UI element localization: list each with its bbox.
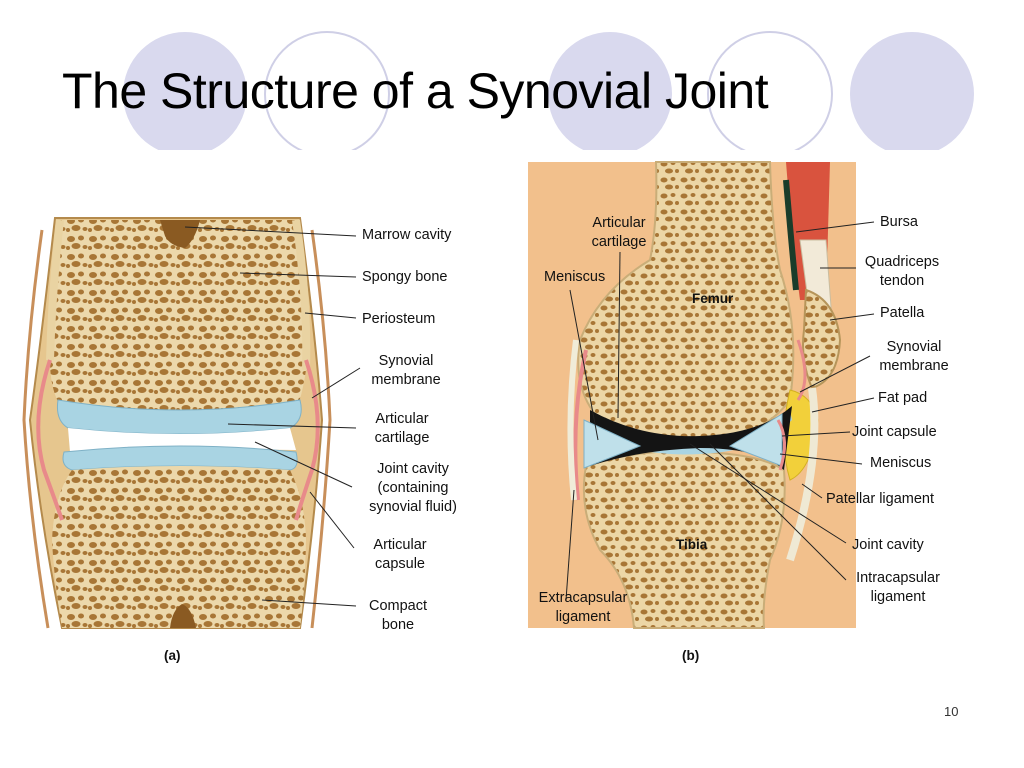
upper-cartilage-a [57, 399, 302, 435]
label-joint-capsule: Joint capsule [852, 424, 937, 440]
articular-capsule-right-a [310, 229, 332, 629]
label-femur: Femur [692, 291, 734, 306]
patellar-ligament-b [786, 387, 819, 562]
label-patellar-ligament: Patellar ligament [826, 491, 934, 507]
label-tibia: Tibia [676, 537, 708, 552]
label-meniscus-right: Meniscus [870, 455, 932, 471]
articular-capsule-left-a [22, 229, 50, 629]
label-joint-cavity-a: Joint cavity (containing synovial fluid) [369, 461, 457, 515]
label-marrow-cavity: Marrow cavity [362, 227, 452, 243]
label-periosteum: Periosteum [362, 311, 436, 327]
leader-lines-b [565, 221, 875, 601]
lower-cartilage-a [62, 445, 298, 471]
label-intracapsular-ligament: Intracapsular ligament [856, 570, 940, 605]
joint-cavity-dark-b [590, 406, 792, 470]
compact-bone-strip-upper [46, 219, 64, 361]
label-joint-cavity-b: Joint cavity [852, 537, 924, 553]
label-articular-cartilage-a: Articular cartilage [374, 411, 430, 446]
synovial-membrane-left-a [36, 359, 64, 521]
deco-circle-1 [123, 32, 247, 150]
label-articular-cartilage-b: Articular cartilage [591, 215, 647, 250]
compact-bone-strip-upper-right [292, 219, 311, 371]
extracapsular-ligament-b [567, 339, 579, 501]
label-compact-bone: Compact bone [368, 598, 428, 633]
synovial-membrane-b [573, 349, 588, 501]
caption-a: (a) [164, 648, 181, 663]
synovial-membrane-right-a [294, 359, 320, 521]
label-meniscus-left: Meniscus [544, 269, 606, 285]
deco-circle-2 [264, 31, 390, 150]
label-extracapsular-ligament: Extracapsular ligament [538, 590, 628, 625]
meniscus-left-b [583, 419, 642, 469]
label-synovial-membrane-b: Synovial membrane [879, 339, 949, 374]
synovial-membrane-right-b [796, 339, 807, 401]
page-number: 10 [944, 704, 959, 719]
leader-lines-a [184, 226, 361, 607]
label-articular-capsule: Articular capsule [373, 537, 427, 572]
label-bursa: Bursa [880, 214, 918, 230]
joint-cavity-a [68, 428, 296, 452]
slide-title: The Structure of a Synovial Joint [62, 63, 769, 119]
deco-circle-5 [850, 32, 974, 150]
upper-bone-a [50, 220, 307, 424]
meniscus-right-b [728, 413, 783, 467]
label-spongy-bone: Spongy bone [362, 269, 448, 285]
caption-b: (b) [682, 648, 700, 663]
label-synovial-membrane-a: Synovial membrane [371, 353, 441, 388]
bursa-b [783, 179, 799, 291]
deco-circle-4 [707, 31, 833, 150]
joint-capsule-b [776, 419, 786, 471]
label-fat-pad: Fat pad [878, 390, 928, 406]
label-patella: Patella [880, 305, 925, 321]
lower-bone-a [52, 466, 306, 628]
deco-circle-3 [548, 32, 672, 150]
label-quadriceps-tendon: Quadriceps tendon [864, 254, 940, 289]
marrow-cavity-lower-a [170, 604, 196, 628]
decorative-circles [123, 31, 974, 150]
